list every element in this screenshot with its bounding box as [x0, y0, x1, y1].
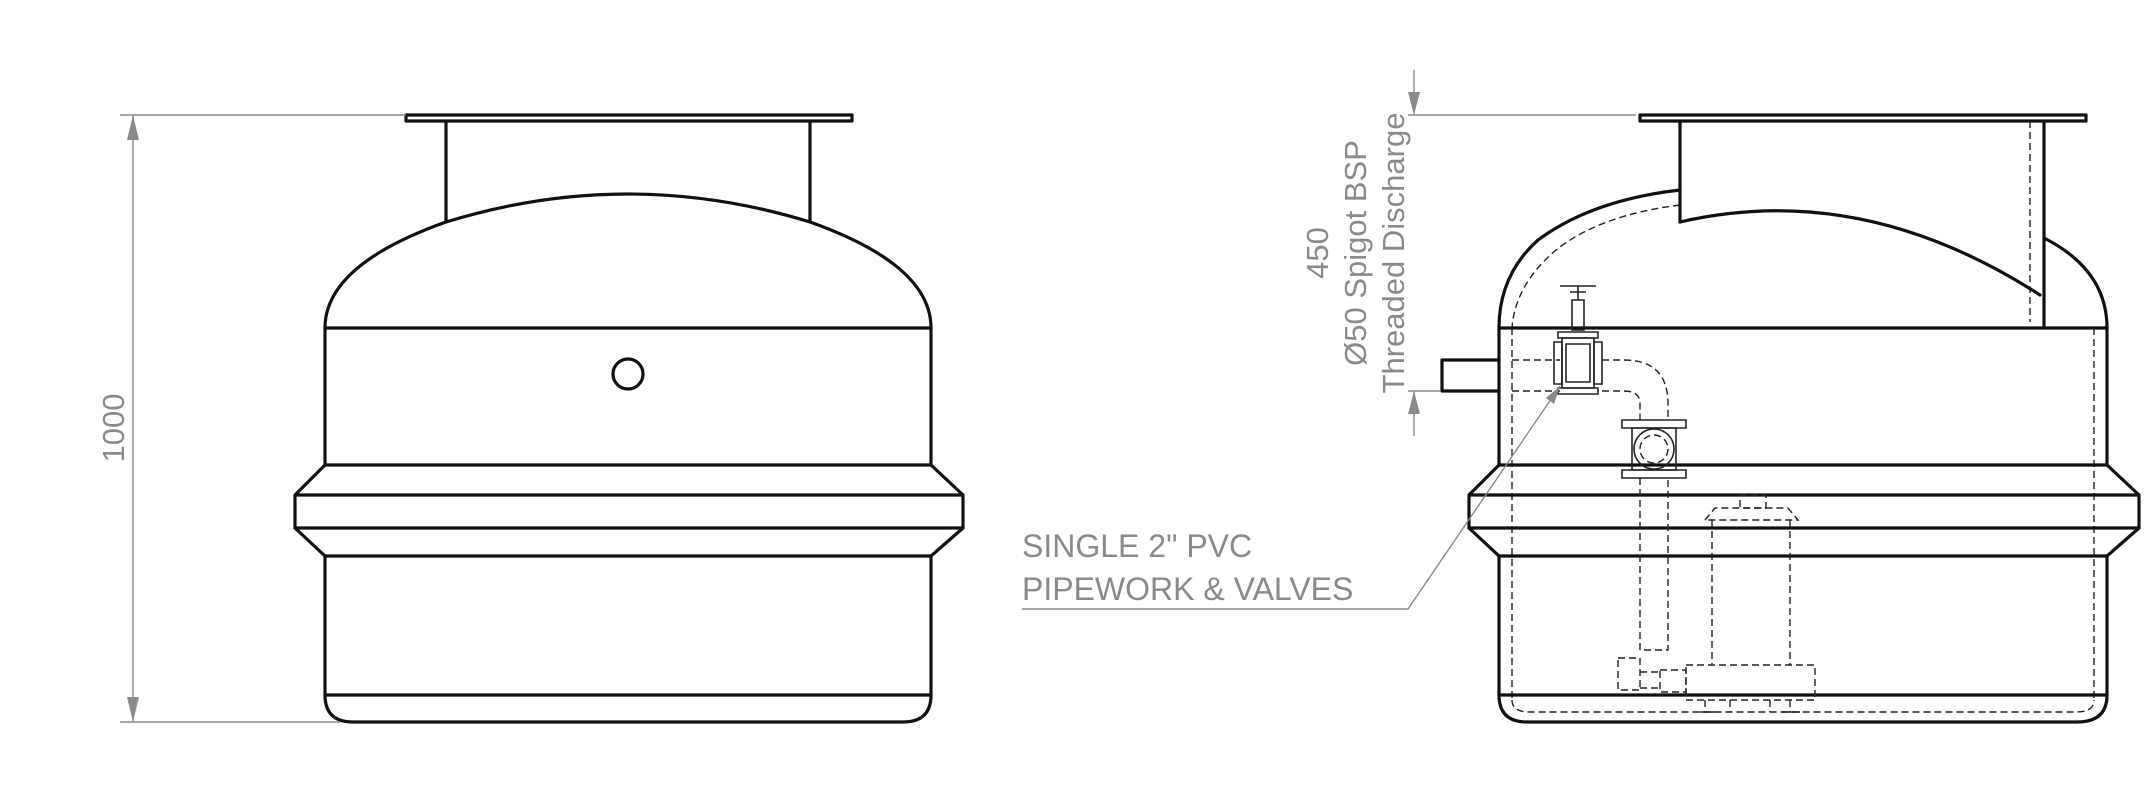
section-dome — [1497, 188, 2109, 330]
tank-lower-body — [323, 554, 933, 724]
pipework-callout: SINGLE 2" PVC PIPEWORK & VALVES — [1022, 385, 1561, 610]
pipework-label-line2: PIPEWORK & VALVES — [1022, 571, 1353, 607]
port-circle — [611, 357, 645, 391]
section-rib-band — [1467, 463, 2141, 558]
riser-neck — [444, 119, 812, 224]
discharge-spigot — [1440, 358, 1501, 393]
lid-flange — [404, 113, 854, 123]
riser-pipe — [1639, 478, 1669, 651]
discharge-dimension: 450 Ø50 Spigot BSP Threaded Discharge — [1300, 70, 1636, 436]
discharge-label-line1: Ø50 Spigot BSP — [1338, 140, 1373, 366]
submersible-pump — [1617, 494, 1816, 713]
discharge-dimension-label: 450 — [1300, 227, 1335, 279]
check-valve — [1621, 419, 1687, 479]
gate-valve — [1553, 285, 1603, 395]
pipework-label-line1: SINGLE 2" PVC — [1022, 528, 1252, 564]
section-riser — [1678, 119, 2046, 330]
discharge-pipe — [1602, 359, 1669, 420]
tank-rib-band — [293, 463, 965, 558]
section-upper-body — [1497, 326, 2109, 467]
section-elevation — [1440, 113, 2141, 724]
tank-upper-body — [323, 326, 933, 467]
height-dimension: 1000 — [96, 114, 406, 723]
height-dimension-label: 1000 — [96, 394, 131, 463]
tank-dome — [323, 192, 933, 330]
discharge-label-line2: Threaded Discharge — [1376, 113, 1411, 394]
section-lower-body — [1497, 554, 2109, 724]
front-elevation — [293, 113, 965, 724]
section-lid-flange — [1638, 113, 2088, 123]
